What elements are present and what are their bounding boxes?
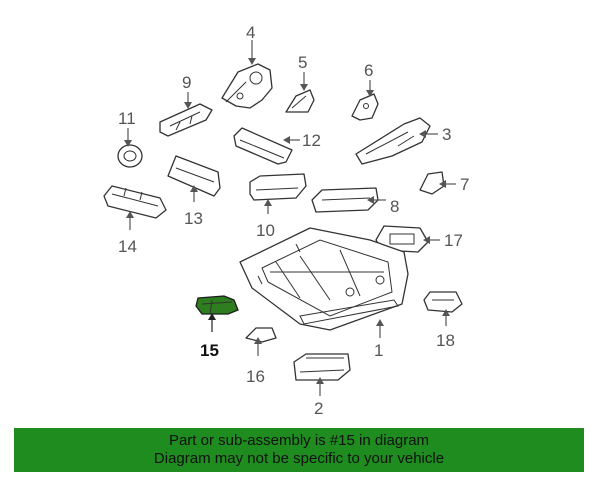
banner-line-1: Part or sub-assembly is #15 in diagram <box>168 432 430 449</box>
part-16[interactable] <box>245 327 277 343</box>
part-15-highlighted[interactable] <box>195 295 239 315</box>
part-14[interactable] <box>103 185 167 219</box>
callout-12: 12 <box>302 131 321 150</box>
callout-6: 6 <box>364 61 373 80</box>
callout-18: 18 <box>436 331 455 350</box>
callout-16: 16 <box>246 367 265 386</box>
callout-8: 8 <box>390 197 399 216</box>
part-3[interactable] <box>355 117 431 165</box>
callout-7: 7 <box>460 175 469 194</box>
part-1[interactable] <box>239 227 409 331</box>
part-2[interactable] <box>293 353 351 381</box>
callout-10: 10 <box>256 221 275 240</box>
info-banner: Part or sub-assembly is #15 in diagram D… <box>14 428 584 472</box>
part-9[interactable] <box>159 103 213 137</box>
part-7[interactable] <box>419 171 445 195</box>
part-4[interactable] <box>221 63 273 109</box>
part-12[interactable] <box>233 127 293 165</box>
part-11[interactable] <box>117 144 143 168</box>
callout-11: 11 <box>118 109 136 128</box>
part-6[interactable] <box>351 93 379 121</box>
callout-17: 17 <box>444 231 463 250</box>
part-5[interactable] <box>285 89 315 113</box>
callout-3: 3 <box>442 125 451 144</box>
callout-4: 4 <box>246 23 255 42</box>
banner-line-2: Diagram may not be specific to your vehi… <box>153 450 445 467</box>
callout-9: 9 <box>182 73 191 92</box>
callout-5: 5 <box>298 53 307 72</box>
callout-15: 15 <box>200 341 219 360</box>
part-10[interactable] <box>249 173 307 201</box>
callout-2: 2 <box>314 399 323 418</box>
part-13[interactable] <box>167 155 221 197</box>
callout-13: 13 <box>184 209 203 228</box>
callout-14: 14 <box>118 237 137 256</box>
part-18[interactable] <box>423 291 463 313</box>
callout-1: 1 <box>374 341 383 360</box>
